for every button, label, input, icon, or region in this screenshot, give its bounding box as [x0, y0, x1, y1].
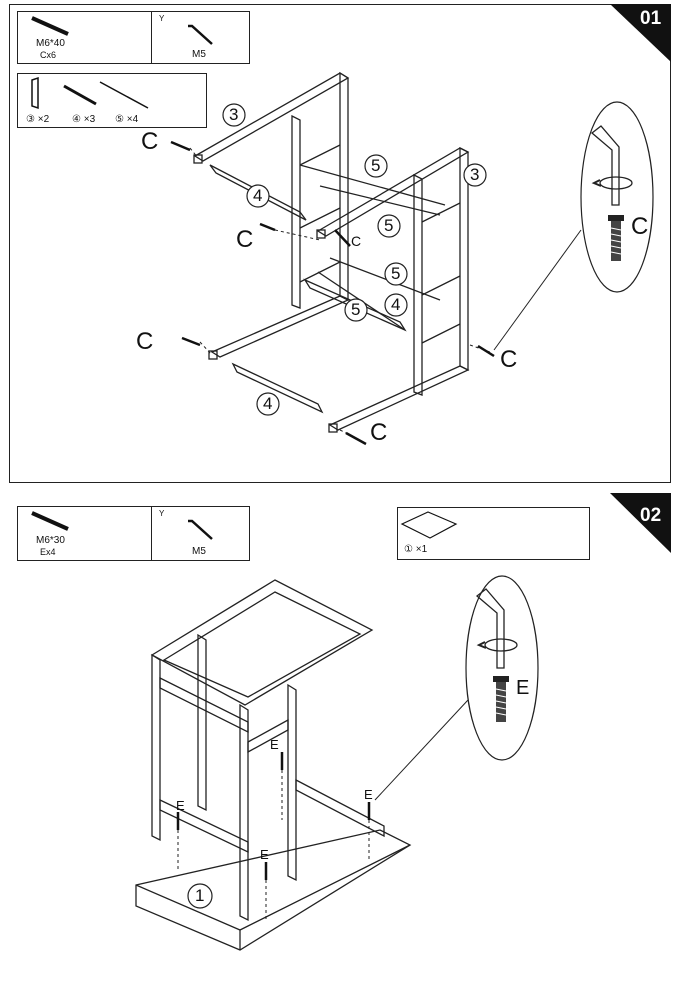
step-2-screws	[176, 752, 371, 880]
step-1-zoom-bubble	[580, 101, 654, 293]
label-part-4-a: 4	[253, 186, 263, 205]
step-1-badge	[610, 4, 671, 62]
callout-part-4-b	[384, 293, 408, 317]
callout-board-1	[187, 883, 213, 909]
label-screw-c-6: C	[370, 419, 388, 446]
part-1-qty: ① ×1	[404, 544, 428, 555]
callout-part-5-a	[364, 154, 388, 178]
label-part-3-b: 3	[470, 165, 480, 184]
step-1-key-size: M5	[192, 49, 206, 60]
step-2-hardware-box: M6*30 Ex4 Y M5	[17, 506, 250, 561]
step-2-hex-key-icon	[475, 588, 518, 669]
label-screw-e-4: E	[364, 787, 373, 802]
label-board-1: 1	[195, 886, 205, 905]
part-5-qty: ⑤ ×4	[115, 114, 139, 125]
step-2-badge	[610, 493, 671, 553]
part-3-qty: ③ ×2	[26, 114, 50, 125]
label-screw-e-3: E	[260, 847, 269, 862]
callout-part-5-b	[377, 214, 401, 238]
step-1-bolt-size: M6*40	[36, 38, 65, 49]
step-1-number: 01	[640, 8, 662, 29]
parts-icons	[31, 76, 149, 110]
label-screw-c-3: C	[351, 233, 362, 249]
label-part-4-c: 4	[263, 394, 273, 413]
label-part-5-c: 5	[391, 264, 401, 283]
step-1-hardware-box: M6*40 Cx6 Y M5	[17, 11, 250, 64]
label-part-5-d: 5	[351, 300, 361, 319]
divider	[151, 12, 152, 63]
divider	[151, 507, 152, 560]
label-part-4-b: 4	[391, 295, 401, 314]
step-2-key-marker: Y	[159, 509, 165, 518]
step-2-screw-detail-icon	[493, 676, 509, 722]
label-part-3-a: 3	[229, 105, 239, 124]
step-2-bolt-qty: Ex4	[40, 547, 56, 557]
step-1-hex-key-icon	[590, 125, 633, 206]
label-screw-e-2: E	[270, 737, 279, 752]
step-1-bolt-qty: Cx6	[40, 50, 57, 60]
label-screw-c-bubble: C	[631, 213, 649, 240]
label-screw-e-1: E	[176, 798, 185, 813]
step-2-bolt-size: M6*30	[36, 535, 65, 546]
step-2-number: 02	[640, 505, 662, 526]
callout-part-4-a	[246, 184, 270, 208]
step-1-screws	[170, 140, 495, 446]
label-screw-c-4: C	[136, 328, 154, 355]
label-screw-c-5: C	[500, 346, 518, 373]
label-screw-c-1: C	[141, 128, 159, 155]
bolt-icon	[31, 511, 69, 531]
step-2-parts-box: ① ×1	[397, 507, 590, 560]
step-2-frame-drawing	[135, 579, 412, 951]
label-part-5-a: 5	[371, 156, 381, 175]
hex-key-small-icon	[188, 24, 213, 45]
board-icon	[400, 511, 458, 539]
label-screw-c-2: C	[236, 226, 254, 253]
callout-part-3-b	[463, 163, 487, 187]
callout-part-5-c	[384, 262, 408, 286]
callout-part-5-d	[344, 298, 368, 322]
label-screw-e-bubble: E	[516, 677, 530, 699]
label-part-5-b: 5	[384, 216, 394, 235]
step-1-parts-box: ③ ×2 ④ ×3 ⑤ ×4	[17, 73, 207, 128]
part-4-qty: ④ ×3	[72, 114, 96, 125]
callout-part-3-a	[222, 103, 246, 127]
hex-key-small-icon	[188, 519, 213, 540]
callout-part-4-c	[256, 392, 280, 416]
bolt-icon	[31, 16, 69, 36]
step-1-screw-detail-icon	[608, 215, 624, 261]
step-1-key-marker: Y	[159, 14, 165, 23]
step-2-key-size: M5	[192, 546, 206, 557]
